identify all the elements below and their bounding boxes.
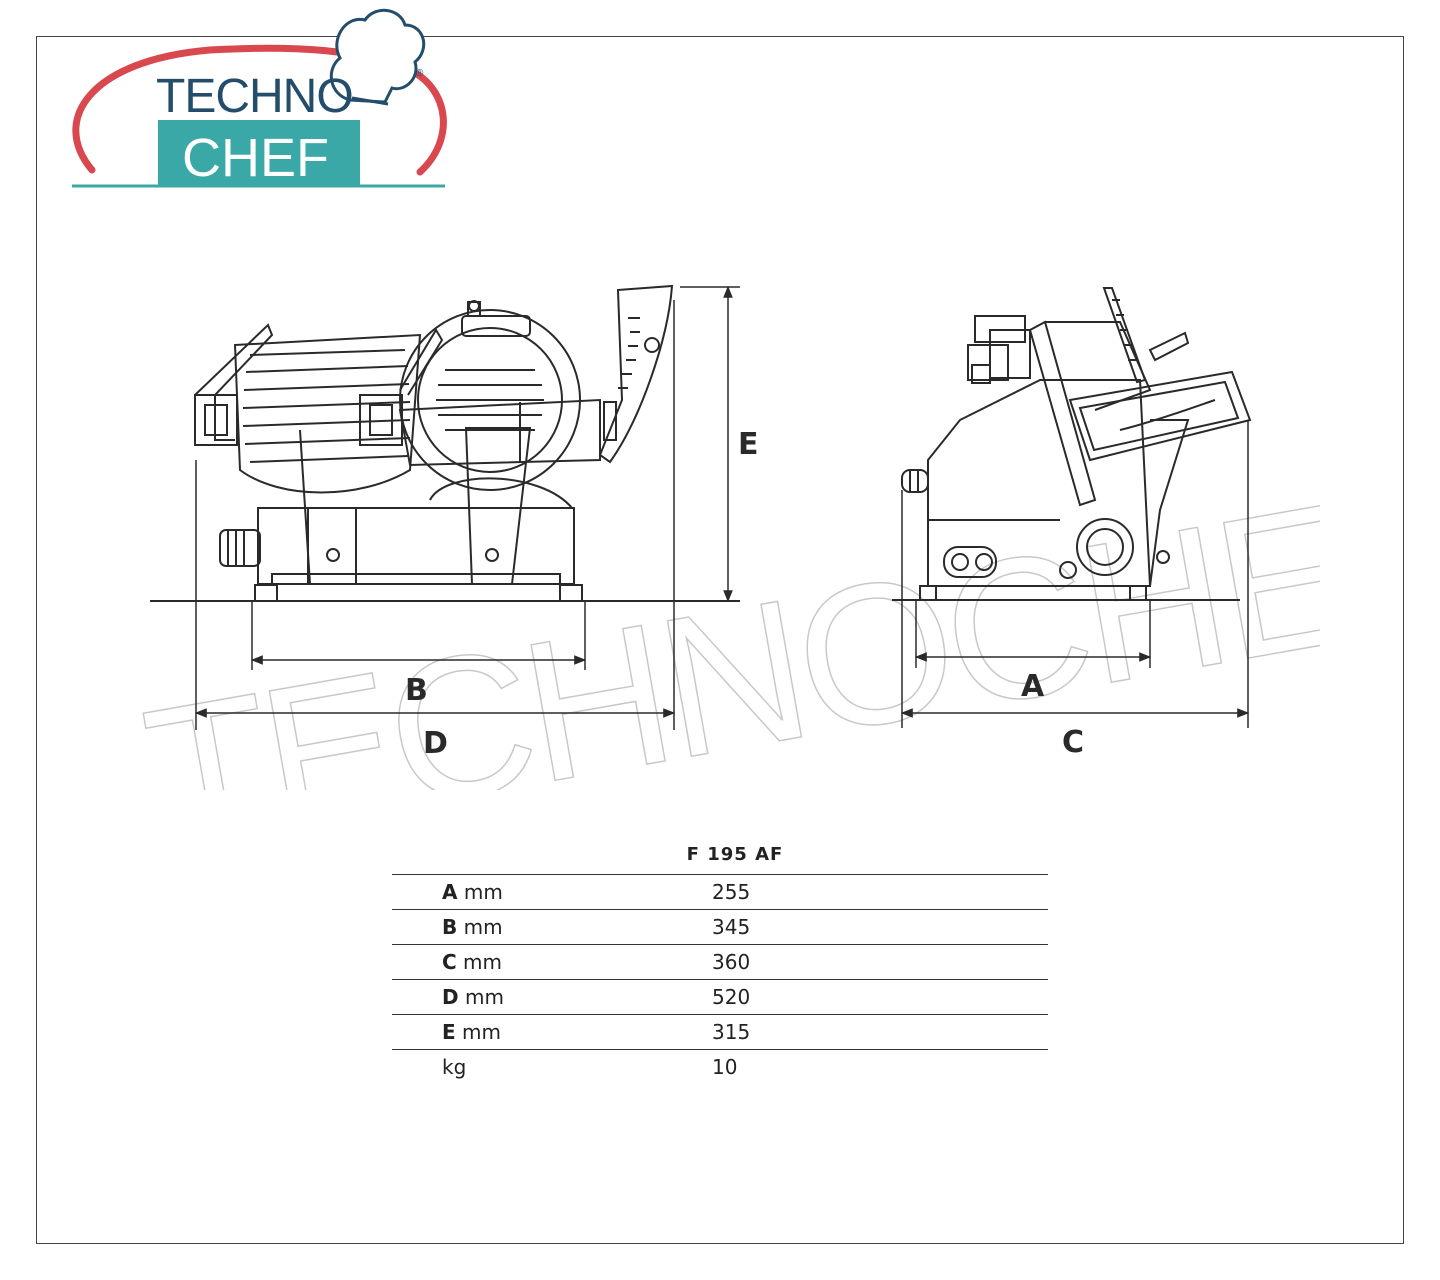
dimension-label-a: A <box>1021 669 1045 704</box>
dimension-label-b: B <box>405 673 428 708</box>
spec-key: B mm <box>442 915 503 939</box>
spec-row: B mm 345 <box>392 909 1048 944</box>
spec-value: 345 <box>712 915 751 939</box>
logo-line2: CHEF <box>182 128 329 188</box>
dimension-label-e: E <box>738 427 759 462</box>
spec-table: F 195 AF A mm 255 B mm 345 C mm 360 D mm… <box>392 840 1048 1084</box>
slicer-technical-drawing <box>150 284 1252 730</box>
spec-row: A mm 255 <box>392 874 1048 909</box>
technochef-logo: ® TECHNO CHEF <box>72 9 447 188</box>
spec-model: F 195 AF <box>686 844 784 865</box>
spec-key: A mm <box>442 880 503 904</box>
spec-row: kg 10 <box>392 1049 1048 1084</box>
front-view <box>150 284 740 730</box>
spec-row: D mm 520 <box>392 979 1048 1014</box>
logo-registered: ® <box>416 68 424 79</box>
chef-hat-icon <box>329 9 426 106</box>
spec-key: E mm <box>442 1020 501 1044</box>
spec-value: 315 <box>712 1020 751 1044</box>
dimension-label-d: D <box>423 726 448 761</box>
logo-line1: TECHNO <box>156 70 353 123</box>
spec-row: C mm 360 <box>392 944 1048 979</box>
spec-key: kg <box>442 1055 467 1079</box>
logo-teal-box <box>158 120 360 186</box>
spec-row: E mm 315 <box>392 1014 1048 1049</box>
page-frame <box>36 36 1404 1244</box>
dimension-label-c: C <box>1062 725 1085 760</box>
side-view <box>892 287 1252 728</box>
spec-value: 360 <box>712 950 751 974</box>
spec-key: C mm <box>442 950 503 974</box>
spec-value: 10 <box>712 1055 738 1079</box>
spec-key: D mm <box>442 985 504 1009</box>
spec-value: 520 <box>712 985 751 1009</box>
spec-value: 255 <box>712 880 751 904</box>
